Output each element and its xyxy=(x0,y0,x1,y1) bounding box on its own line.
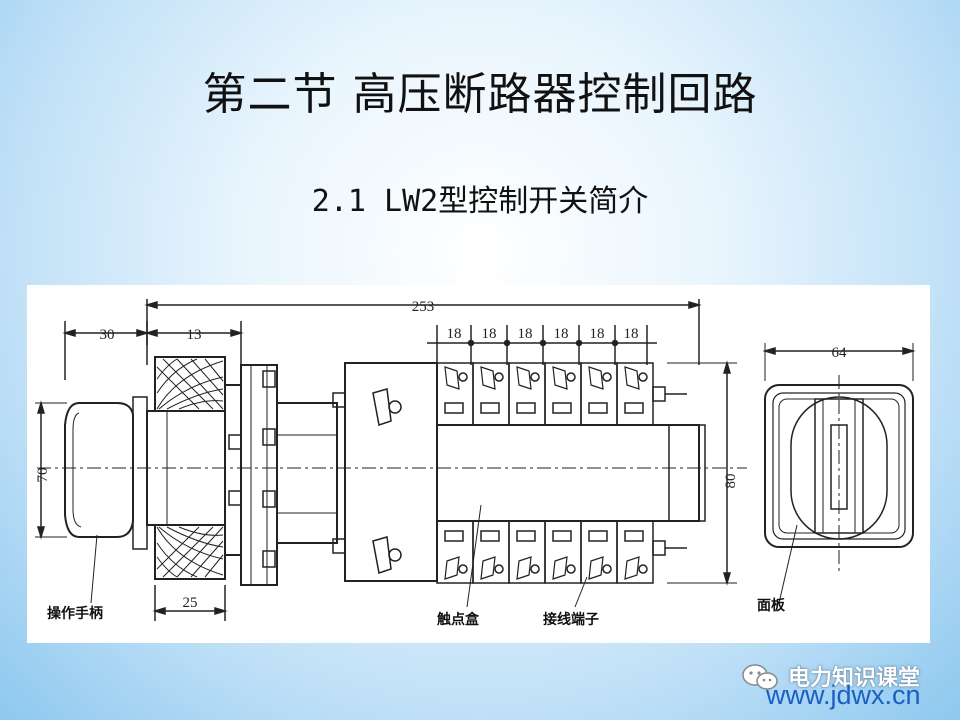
mounting-bracket xyxy=(228,364,278,586)
dim-30-13: 30 13 xyxy=(62,321,244,380)
slide-title: 第二节 高压断路器控制回路 xyxy=(202,69,758,120)
dim-18-label: 18 xyxy=(554,326,569,342)
dim-80-label: 80 xyxy=(723,474,739,489)
dim-80: 80 xyxy=(667,360,739,586)
dim-18-label: 18 xyxy=(482,326,497,342)
dim-18-label: 18 xyxy=(624,326,639,342)
callout-terminal: 接线端子 xyxy=(543,612,599,628)
dim-30-label: 30 xyxy=(100,327,115,343)
dim-253-label: 253 xyxy=(412,299,435,315)
flange: 25 xyxy=(146,356,242,621)
dim-18-label: 18 xyxy=(447,326,462,342)
dim-25-label: 25 xyxy=(183,595,198,611)
contact-boxes-top xyxy=(436,362,687,426)
dim-70-label: 70 xyxy=(35,468,51,483)
dim-18-label: 18 xyxy=(518,326,533,342)
callout-handle: 操作手柄 xyxy=(47,606,103,622)
dim-64-label: 64 xyxy=(832,345,848,361)
switch-drawing-svg: 253 30 13 xyxy=(35,299,916,621)
shaft xyxy=(276,402,338,544)
callout-contact-box: 触点盒 xyxy=(437,612,479,628)
watermark-url[interactable]: www.jdwx.cn xyxy=(766,680,921,710)
front-panel: 64 xyxy=(762,343,916,575)
wechat-icon xyxy=(742,664,778,690)
watermark-name: 电力知识课堂 xyxy=(788,666,921,691)
leader-lines xyxy=(90,504,798,608)
operating-handle: 70 xyxy=(35,396,148,550)
dim-pitch: 18 18 18 18 18 18 xyxy=(427,325,657,365)
slide-subtitle: 2.1 LW2型控制开关简介 xyxy=(311,184,649,219)
contact-boxes-bottom xyxy=(436,520,687,584)
dim-18-label: 18 xyxy=(590,326,605,342)
dim-253: 253 xyxy=(144,299,702,365)
callout-panel: 面板 xyxy=(757,598,785,614)
switch-body xyxy=(332,362,706,582)
switch-drawing: 253 30 13 xyxy=(27,285,930,643)
dim-13-label: 13 xyxy=(187,327,202,343)
